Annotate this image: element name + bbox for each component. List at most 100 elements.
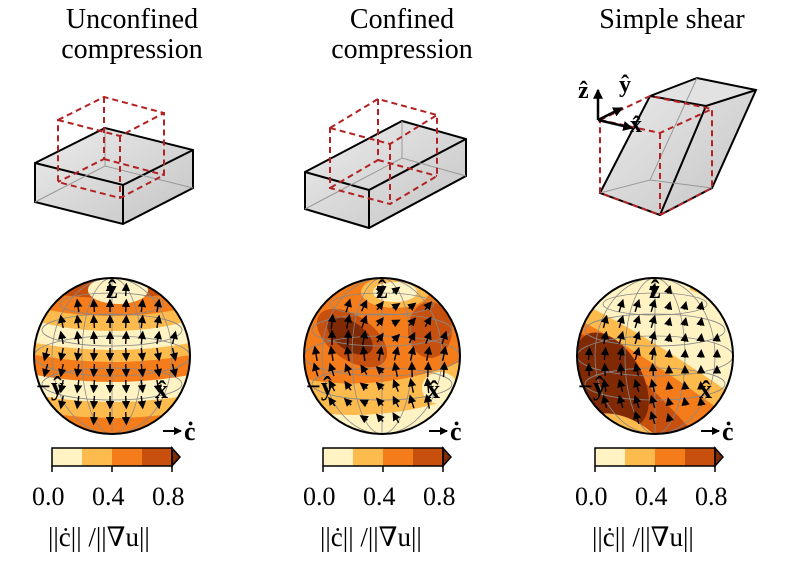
vector-arrow — [137, 314, 147, 329]
sphere-unconfined-outline — [33, 277, 191, 435]
colorbar-segment — [142, 448, 172, 466]
cb2-tick-1: 0.4 — [363, 482, 396, 511]
vector-arrow — [375, 332, 384, 343]
vector-arrow — [632, 314, 641, 329]
vector-arrow — [121, 363, 131, 378]
vector-arrow — [375, 397, 385, 407]
vector-arrow — [391, 333, 401, 343]
cb1-tick-0: 0.0 — [32, 482, 65, 511]
panel-1-title-line1: Unconfined — [65, 4, 199, 35]
cb3-tick-0: 0.0 — [575, 482, 608, 511]
vector-arrow — [616, 298, 625, 313]
colorbar-segment — [52, 448, 82, 466]
vector-arrow — [584, 346, 594, 360]
panel-1-title: Unconfined compression — [12, 5, 252, 65]
vector-arrow — [343, 397, 353, 407]
vector-arrow — [89, 314, 99, 329]
vector-arrow — [680, 301, 689, 311]
vector-arrow — [664, 333, 673, 343]
vector-arrow — [632, 330, 641, 345]
vector-arrow — [664, 301, 673, 311]
vector-arrow — [89, 347, 99, 362]
vector-arrow — [392, 379, 401, 392]
box-confined-original-dashed — [329, 97, 438, 206]
colorbar-3 — [594, 446, 725, 472]
vector-arrow — [73, 379, 83, 394]
vector-arrow — [359, 399, 369, 408]
vector-arrow — [153, 363, 162, 378]
vector-arrow — [58, 379, 67, 394]
vector-arrow — [391, 346, 400, 361]
vector-arrow — [153, 330, 162, 345]
vector-arrow — [153, 347, 162, 362]
vector-arrow — [344, 363, 353, 376]
vector-arrow — [121, 379, 131, 394]
sphere1-x-label: x̂ — [155, 375, 168, 404]
vector-arrow — [391, 286, 401, 296]
vector-arrow — [58, 395, 67, 410]
vector-arrow — [153, 298, 162, 313]
vector-arrow — [696, 317, 705, 327]
colorbar-segment — [625, 448, 655, 466]
vector-arrow — [665, 397, 674, 407]
vector-arrow — [89, 411, 99, 426]
sphere1-y-label: −ŷ — [36, 372, 64, 401]
vector-arrow — [423, 316, 432, 327]
vector-arrow — [73, 314, 83, 329]
colorbar-extend-arrow — [442, 446, 453, 468]
sphere2-x-label: x̂ — [427, 375, 440, 404]
vector-arrow — [73, 298, 83, 313]
vector-arrow — [137, 363, 147, 378]
vector-arrow — [73, 363, 83, 378]
vector-arrow — [649, 410, 658, 425]
vector-arrow — [359, 329, 369, 345]
vector-arrow — [664, 317, 673, 327]
vector-arrow — [169, 347, 178, 362]
colorbar-2 — [322, 446, 453, 472]
vector-arrow — [680, 333, 689, 342]
cdot-legend-3-label: ċ — [722, 417, 734, 446]
vector-arrow — [391, 319, 401, 328]
vector-arrow — [343, 298, 352, 313]
vector-arrow — [89, 379, 99, 394]
vector-arrow — [360, 364, 369, 375]
vector-arrow — [312, 362, 321, 377]
sphere3-z-label: ẑ — [649, 275, 661, 304]
vector-arrow — [712, 333, 721, 342]
colorbar-segment — [595, 448, 625, 466]
vector-arrow — [89, 330, 99, 345]
vector-arrow — [633, 394, 642, 409]
colorbar-segment — [353, 448, 383, 466]
sphere-confined-arrows — [311, 285, 449, 424]
colorbar-extend-arrow — [714, 446, 725, 468]
vector-arrow — [617, 394, 626, 409]
vector-arrow — [392, 412, 401, 424]
vector-arrow — [616, 362, 626, 376]
vector-arrow — [633, 362, 642, 377]
axes-triad — [593, 88, 634, 131]
vector-arrow — [121, 347, 131, 362]
panel-2-title-line1: Confined — [349, 4, 455, 35]
sphere-shear-arrows — [584, 282, 722, 425]
vector-arrow — [359, 299, 368, 312]
vector-arrow — [121, 411, 131, 426]
vector-arrow — [359, 345, 369, 362]
colorbar-segment — [413, 448, 443, 466]
vector-arrow — [423, 330, 432, 344]
sphere2-y-label: −ŷ — [306, 372, 334, 401]
vector-arrow — [391, 361, 401, 377]
vector-arrow — [632, 298, 641, 313]
cb3-tick-2: 0.8 — [695, 482, 728, 511]
vector-arrow — [121, 314, 131, 329]
vector-arrow — [648, 346, 657, 360]
vector-arrow — [137, 347, 147, 362]
vector-arrow — [664, 285, 673, 295]
vector-arrow — [648, 282, 657, 297]
vector-arrow — [423, 301, 432, 311]
sphere1-z-label: ẑ — [106, 275, 118, 304]
panel-1-title-line2: compression — [61, 34, 203, 65]
triad-y-label: ŷ — [619, 72, 631, 98]
vector-arrow — [121, 282, 131, 297]
sphere-confined-outline — [303, 277, 461, 435]
colorbar-segment — [82, 448, 112, 466]
